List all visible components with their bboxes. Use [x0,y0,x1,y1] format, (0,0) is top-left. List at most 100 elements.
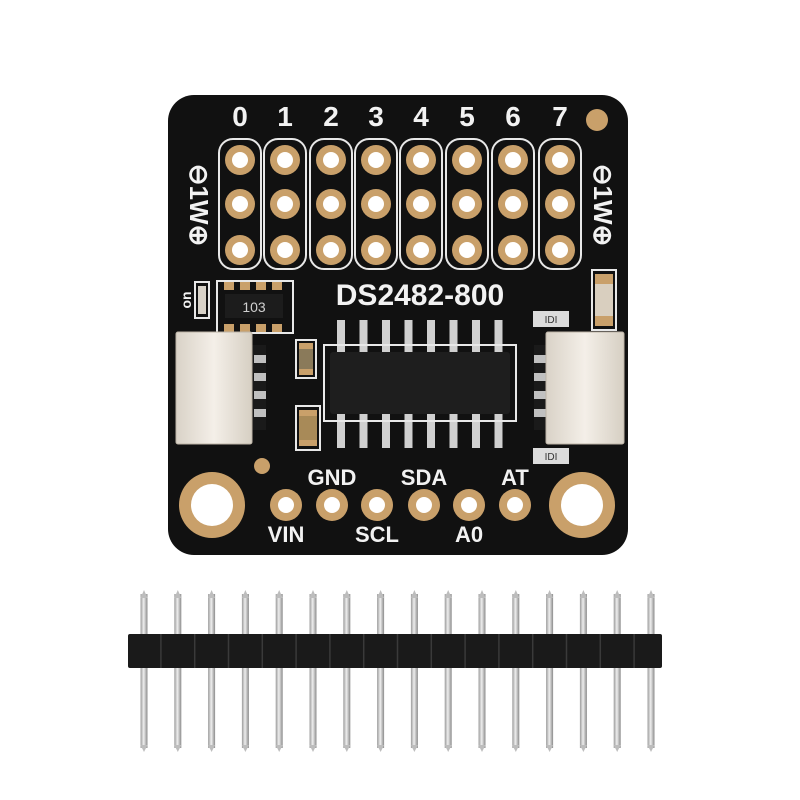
one-wire-label-left: ⊖1W⊕ [184,164,214,247]
channel-number: 7 [552,101,568,132]
solder-pad [452,189,482,219]
solder-pad [545,235,575,265]
ic-pin [382,414,390,448]
header-pin [478,590,486,752]
ic-pin [472,320,480,352]
pin-label-gnd: GND [308,465,357,490]
solder-pad [498,189,528,219]
solder-pad [270,235,300,265]
pin-label-sda: SDA [401,465,448,490]
solder-pad [225,235,255,265]
header-pin [579,590,587,752]
header-pin [140,590,148,752]
pin-label-vin: VIN [268,522,305,547]
channel-number: 6 [505,101,521,132]
header-pin [613,590,621,752]
ic-pin [427,414,435,448]
solder-pad [406,235,436,265]
solder-pad [452,235,482,265]
ic-pin [359,414,368,448]
header-pin [512,590,520,752]
led-body [198,286,206,314]
stemma-connector-left [175,331,266,445]
breakout-board: 0 1 2 3 4 5 6 7 ⊖1W⊕ ⊖1W⊕ [168,95,628,555]
solder-pad [270,145,300,175]
power-led: on [178,281,210,319]
solder-pad [361,145,391,175]
channel-number: 0 [232,101,248,132]
solder-pad [316,145,346,175]
pin-label-scl: SCL [355,522,399,547]
pin-label-at: AT [501,465,529,490]
fiducial-mark [254,458,270,474]
header-pin [174,590,182,752]
breakout-pin-pads [270,489,531,521]
ic-pin [427,320,435,352]
fiducial-mark [586,109,608,131]
solder-pad [361,189,391,219]
ic-pin [494,320,503,352]
solder-pad [225,145,255,175]
capacitor-top [295,339,317,379]
header-pin [410,590,418,752]
solder-pad [545,189,575,219]
ic-pin [359,320,368,352]
breakout-pad [453,489,485,521]
stemma-connector-right [534,331,625,445]
led-label: on [178,291,194,308]
ic-pin [449,414,458,448]
ic-body [330,352,510,414]
header-pin [309,590,317,752]
channel-number: 4 [413,101,429,132]
side-label-right: ⊖1W⊕ [588,164,618,247]
breakout-pad [499,489,531,521]
header-plastic-bar [128,634,662,668]
solder-pad [225,189,255,219]
solder-pad [498,235,528,265]
solder-pad [406,189,436,219]
ic-pin [337,320,345,352]
ic-pin [472,414,480,448]
led-outline [194,281,210,319]
solder-pad [270,189,300,219]
solder-pad [498,145,528,175]
pin-label-a0: A0 [455,522,483,547]
ic-outline [323,344,517,422]
solder-pad [361,235,391,265]
header-pin [647,590,655,752]
one-wire-pad-grid [225,145,575,265]
header-pin [241,590,249,752]
ic-pin [404,320,413,352]
channel-number: 1 [277,101,293,132]
resistor-network: 103 [216,280,294,334]
component-code: IDI [545,315,558,326]
ic-pin [337,414,345,448]
ic-pin [494,414,503,448]
pin-header-strip [128,590,662,752]
channel-number: 3 [368,101,384,132]
header-pin [208,590,216,752]
component-code: IDI [545,452,558,463]
header-pin [377,590,385,752]
solder-pad [406,145,436,175]
chip-name-label: DS2482-800 [336,279,504,312]
resistor-small-bottom: IDI [533,448,569,464]
channel-number: 5 [459,101,475,132]
channel-columns [218,138,582,270]
capacitor-right [591,269,617,331]
resistor-small-top: IDI [533,311,569,327]
breakout-pad [270,489,302,521]
solder-pad [545,145,575,175]
one-wire-label-right: ⊖1W⊕ [588,164,618,247]
solder-pad [452,145,482,175]
ic-pin [404,414,413,448]
resistor-code: 103 [242,299,266,315]
header-pin [275,590,283,752]
side-label-left: ⊖1W⊕ [184,164,214,247]
solder-pad [316,235,346,265]
solder-pad [316,189,346,219]
breakout-pad [316,489,348,521]
header-pin [444,590,452,752]
ic-pin [382,320,390,352]
